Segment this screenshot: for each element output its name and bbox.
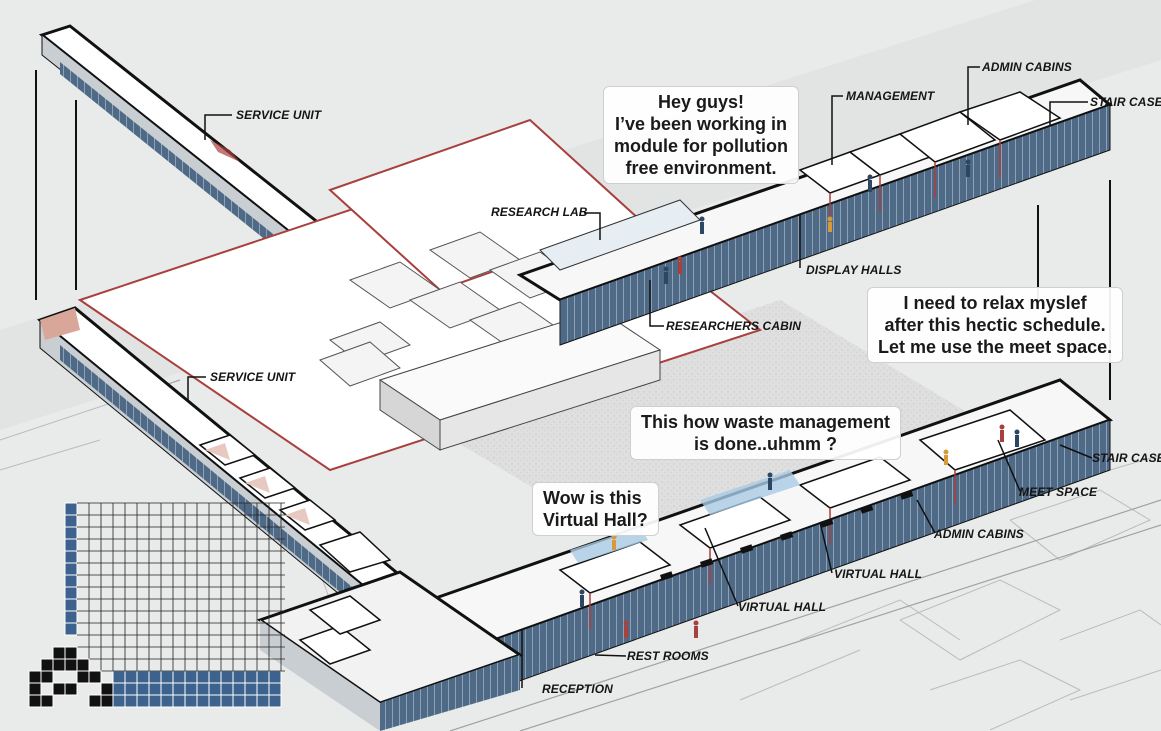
label-stair-case-right: STAIR CASE [1092,451,1161,465]
label-admin-cabins-bottom: ADMIN CABINS [934,527,1024,541]
label-stair-case-top: STAIR CASE [1090,95,1161,109]
label-meet-space: MEET SPACE [1019,485,1098,499]
label-service-unit-left: SERVICE UNIT [210,370,296,384]
pixel-grid-logo-icon [28,502,285,708]
label-pointers [187,66,1093,688]
label-virtual-hall-1: VIRTUAL HALL [834,567,923,581]
label-admin-cabins-top: ADMIN CABINS [982,60,1072,74]
label-reception: RECEPTION [542,682,613,696]
label-rest-rooms: REST ROOMS [627,649,709,663]
label-research-lab: RESEARCH LAB [491,205,588,219]
label-researchers-cabin: RESEARCHERS CABIN [666,319,802,333]
callout-virtual: Wow is this Virtual Hall? [532,482,659,536]
service-unit-left-wing [36,306,434,642]
lower-wing [427,378,1114,696]
callout-relax: I need to relax myslef after this hectic… [867,287,1124,363]
label-management: MANAGEMENT [846,89,935,103]
label-virtual-hall-2: VIRTUAL HALL [738,600,827,614]
callout-research: Hey guys! I’ve been working in module fo… [603,86,799,184]
label-service-unit-top: SERVICE UNIT [236,108,322,122]
people [579,159,1020,638]
callout-waste: This how waste management is done..uhmm … [630,406,902,460]
label-display-halls: DISPLAY HALLS [806,263,902,277]
reception-block [256,570,524,731]
service-unit-top-wing [38,24,382,302]
